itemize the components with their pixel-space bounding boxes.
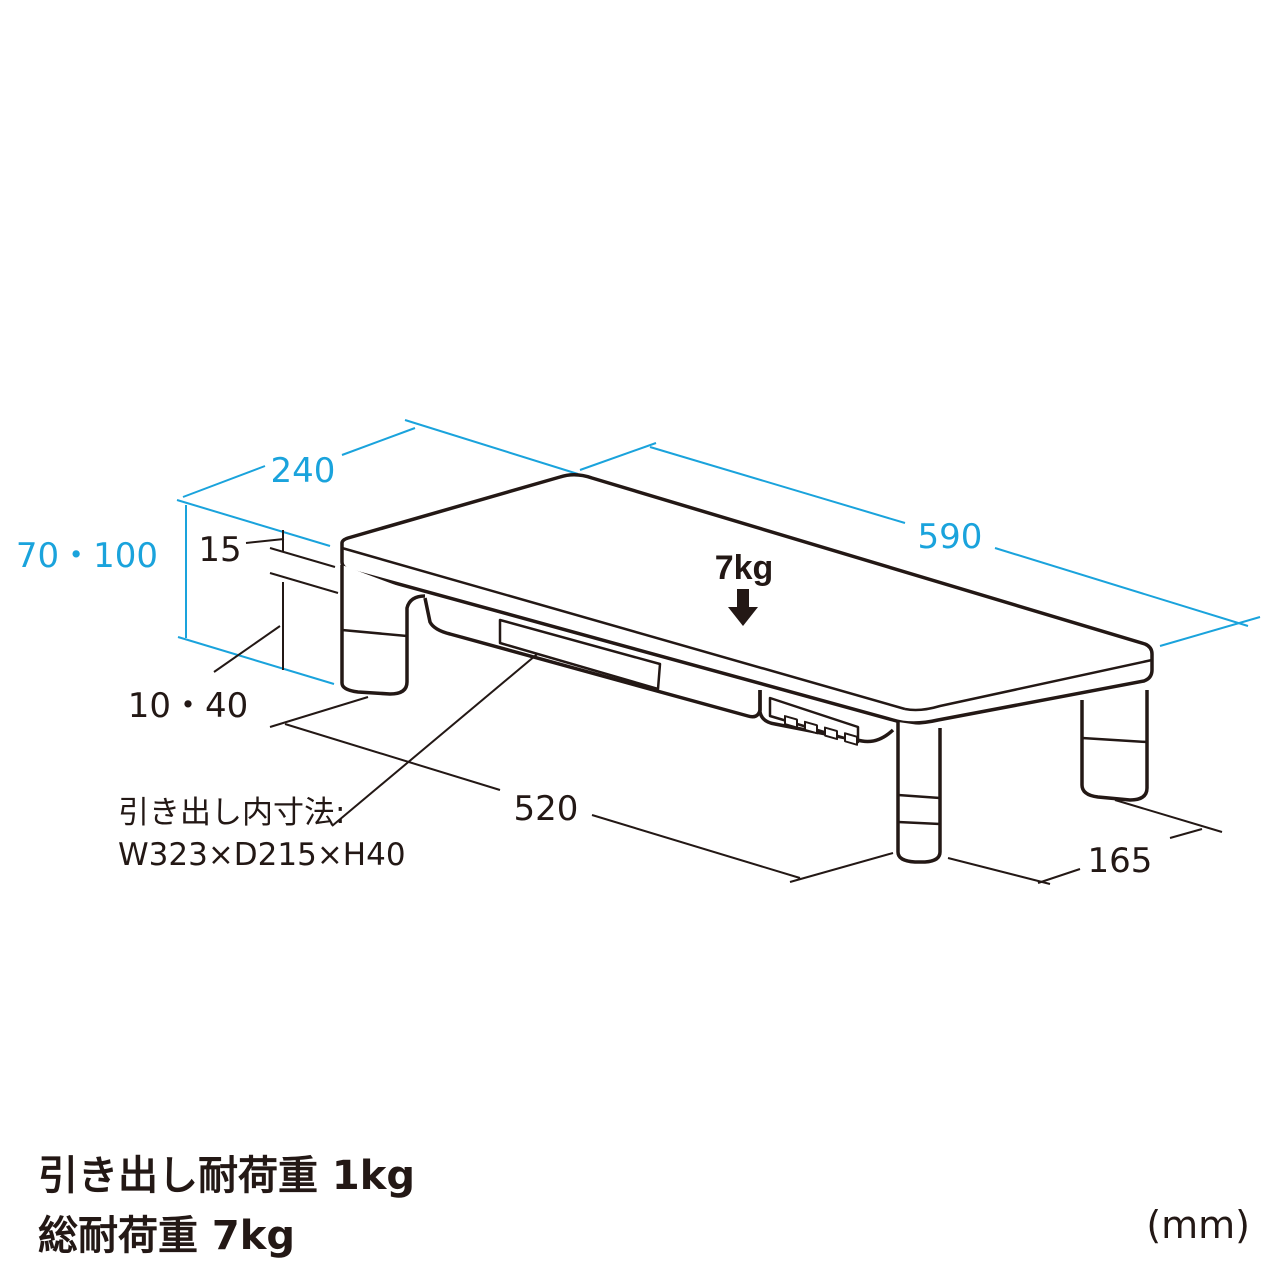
leg-span-width-label: 520 [514, 789, 579, 829]
depth-label: 240 [271, 451, 336, 491]
total-load-spec: 総耐荷重 7kg [38, 1213, 295, 1259]
leg-span-depth-label: 165 [1088, 841, 1153, 881]
drawer-inner-dimensions-note: 引き出し内寸法: W323×D215×H40 [118, 792, 406, 876]
drawer-note-line2: W323×D215×H40 [118, 837, 406, 873]
load-arrow-icon [728, 589, 758, 626]
height-label: 70・100 [16, 536, 158, 576]
load-marker-label: 7kg [715, 549, 774, 587]
stand-body [340, 473, 1154, 864]
unit-label: (mm) [1146, 1203, 1250, 1247]
drawer-note-line1: 引き出し内寸法: [118, 795, 346, 831]
blue-dimension-lines [176, 419, 1261, 685]
black-dimension-lines [213, 530, 1223, 885]
clearance-label: 10・40 [128, 686, 249, 726]
drawer-load-spec: 引き出し耐荷重 1kg [38, 1153, 415, 1199]
width-label: 590 [918, 517, 983, 557]
top-thickness-label: 15 [198, 530, 241, 570]
